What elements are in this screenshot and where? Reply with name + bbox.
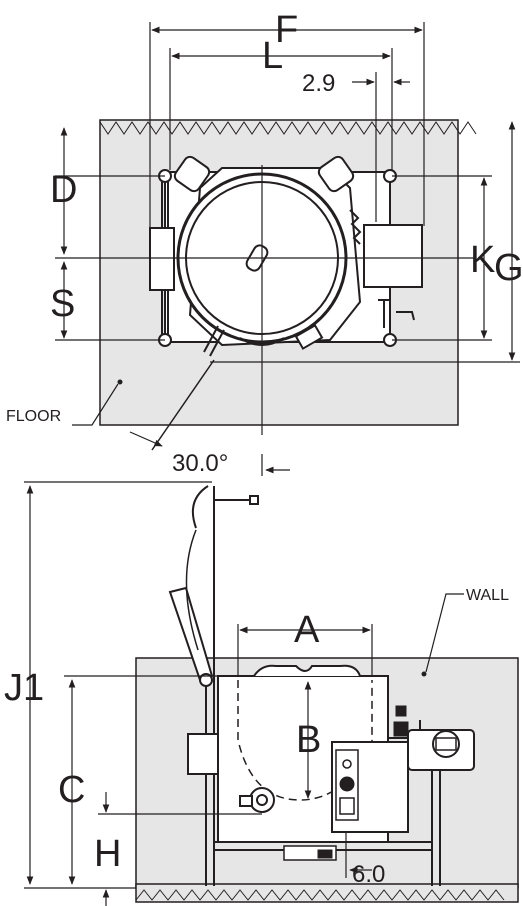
- handle-top-left: [173, 155, 211, 193]
- label-floor: FLOOR: [6, 408, 61, 425]
- control-box-top: [363, 224, 423, 288]
- floor-zigzag: [135, 889, 505, 901]
- label-C: C: [58, 769, 85, 811]
- label-A: A: [294, 609, 320, 651]
- label-B: B: [296, 719, 321, 761]
- label-J1: J1: [4, 667, 44, 709]
- label-L: L: [262, 35, 283, 77]
- label-K: K: [470, 239, 495, 281]
- label-30-degrees: 30.0°: [172, 450, 228, 477]
- label-6-0: 6.0: [352, 861, 385, 888]
- label-H: H: [94, 833, 121, 875]
- top-view: [55, 22, 520, 476]
- tilt-gearbox-side: [187, 733, 219, 775]
- side-view: [24, 481, 519, 906]
- label-S: S: [50, 283, 75, 325]
- handle-top-right: [317, 155, 355, 193]
- water-faucet: [192, 485, 250, 680]
- trunnion: [249, 787, 275, 813]
- faucet-top: [378, 299, 415, 328]
- label-D: D: [50, 169, 77, 211]
- tilt-gearbox: [149, 227, 175, 291]
- label-wall: WALL: [466, 587, 509, 604]
- label-2-9: 2.9: [302, 70, 335, 97]
- label-G: G: [494, 247, 523, 289]
- wall-zigzag: [99, 121, 477, 135]
- label-F: F: [275, 9, 298, 51]
